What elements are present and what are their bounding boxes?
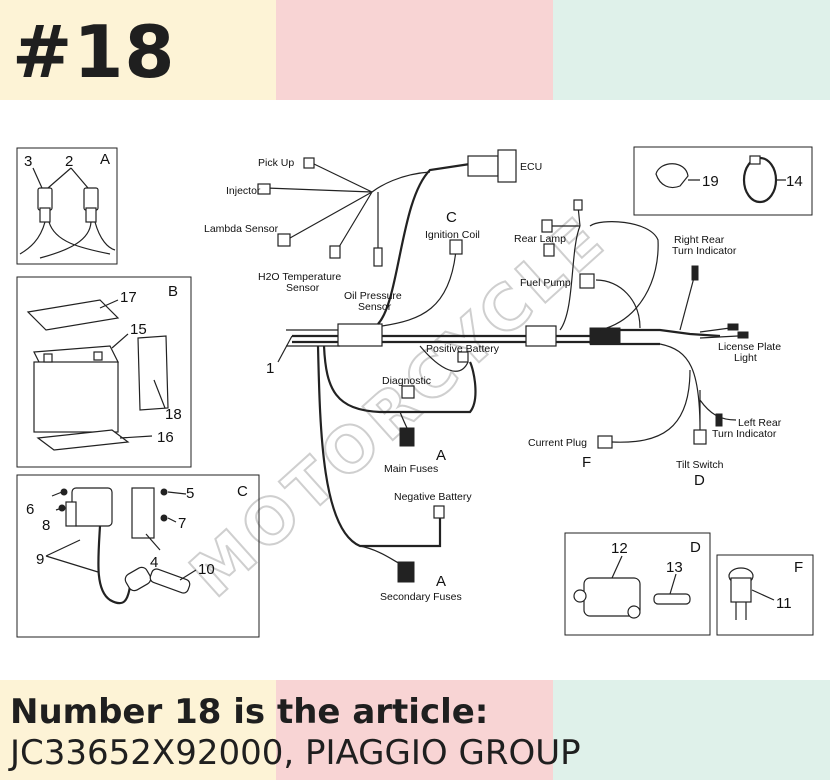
part-number-11: 11 <box>776 595 792 612</box>
cable-tie-14 <box>742 156 778 204</box>
label-rear-lamp: Rear Lamp <box>514 233 566 245</box>
label-left-rear-indicator: Turn Indicator <box>712 428 777 440</box>
part-number-4: 4 <box>150 554 158 571</box>
band-cell-mint <box>553 680 830 780</box>
label-lambda-sensor: Lambda Sensor <box>204 223 279 235</box>
clip-19 <box>655 163 689 189</box>
band-cell-pink <box>276 680 553 780</box>
part-number-14: 14 <box>786 173 803 190</box>
part-number-7: 7 <box>178 515 186 532</box>
part-number-2: 2 <box>65 153 73 170</box>
inset-box-d <box>564 532 711 636</box>
label-ignition-coil: Ignition Coil <box>425 229 480 241</box>
label-diagnostic: Diagnostic <box>382 375 431 387</box>
part-number-17: 17 <box>120 289 137 306</box>
caption-band <box>0 680 830 780</box>
part-number-6: 6 <box>26 501 34 518</box>
section-letter-f-harness: F <box>582 454 591 471</box>
band-cell-yellow <box>0 680 276 780</box>
part-number-10: 10 <box>198 561 215 578</box>
section-letter-c: C <box>237 483 248 500</box>
label-tilt-switch: Tilt Switch <box>676 459 724 471</box>
label-right-rear-indicator: Turn Indicator <box>672 245 737 257</box>
label-right-rear: Right Rear <box>674 234 725 246</box>
part-number-8: 8 <box>42 517 50 534</box>
label-current-plug: Current Plug <box>528 437 587 449</box>
inset-box-c <box>16 474 260 638</box>
section-letter-b: B <box>168 283 178 300</box>
section-letter-d-box: D <box>690 539 701 556</box>
label-ecu: ECU <box>520 161 542 173</box>
band-cell-mint <box>553 0 830 100</box>
wiring-diagram: MOTORCYCLE 3 2 A 17 B 15 18 16 <box>16 146 814 638</box>
label-pick-up: Pick Up <box>258 157 294 169</box>
section-letter-d-harness: D <box>694 472 705 489</box>
label-main-fuses: Main Fuses <box>384 463 438 475</box>
section-letter-a: A <box>100 151 110 168</box>
part-number-9: 9 <box>36 551 44 568</box>
inset-box-b <box>16 276 192 468</box>
part-number-5: 5 <box>186 485 194 502</box>
section-letter-a-main: A <box>436 447 446 464</box>
part-number-1: 1 <box>266 360 274 377</box>
section-letter-a-secondary: A <box>436 573 446 590</box>
band-cell-pink <box>276 0 553 100</box>
section-letter-c-harness: C <box>446 209 457 226</box>
inset-box-clamps <box>633 146 813 216</box>
page-number: #18 <box>12 10 176 94</box>
label-positive-battery: Positive Battery <box>426 343 500 355</box>
part-number-13: 13 <box>666 559 683 576</box>
part-number-16: 16 <box>157 429 174 446</box>
label-h2o-temperature: H2O Temperature <box>258 271 341 283</box>
band-cell-yellow <box>0 0 276 100</box>
label-fuel-pump: Fuel Pump <box>520 277 571 289</box>
section-letter-f-box: F <box>794 559 803 576</box>
current-plug-illustration <box>728 567 754 620</box>
label-injector: Injector <box>226 185 261 197</box>
label-negative-battery: Negative Battery <box>394 491 472 503</box>
label-secondary-fuses: Secondary Fuses <box>380 591 462 603</box>
part-number-18: 18 <box>165 406 182 423</box>
label-h2o-sensor: Sensor <box>286 282 320 294</box>
caption-title: Number 18 is the article: <box>10 692 489 732</box>
label-oil-pressure-sensor: Sensor <box>358 301 392 313</box>
inset-box-a <box>16 147 118 265</box>
inset-box-f <box>716 554 814 636</box>
header-band: #18 <box>0 0 830 100</box>
part-number-3: 3 <box>24 153 32 170</box>
caption-article: JC33652X92000, PIAGGIO GROUP <box>10 733 581 773</box>
label-license-plate-light: Light <box>734 352 757 364</box>
main-harness <box>257 149 749 583</box>
label-oil-pressure: Oil Pressure <box>344 290 402 302</box>
tilt-switch-illustration <box>573 577 691 619</box>
label-license-plate: License Plate <box>718 341 781 353</box>
battery-illustration <box>26 299 169 451</box>
part-number-15: 15 <box>130 321 147 338</box>
label-left-rear: Left Rear <box>738 417 782 429</box>
part-number-12: 12 <box>611 540 628 557</box>
ignition-coil-illustration <box>58 487 191 605</box>
connector-pair <box>19 167 116 259</box>
part-number-19: 19 <box>702 173 719 190</box>
